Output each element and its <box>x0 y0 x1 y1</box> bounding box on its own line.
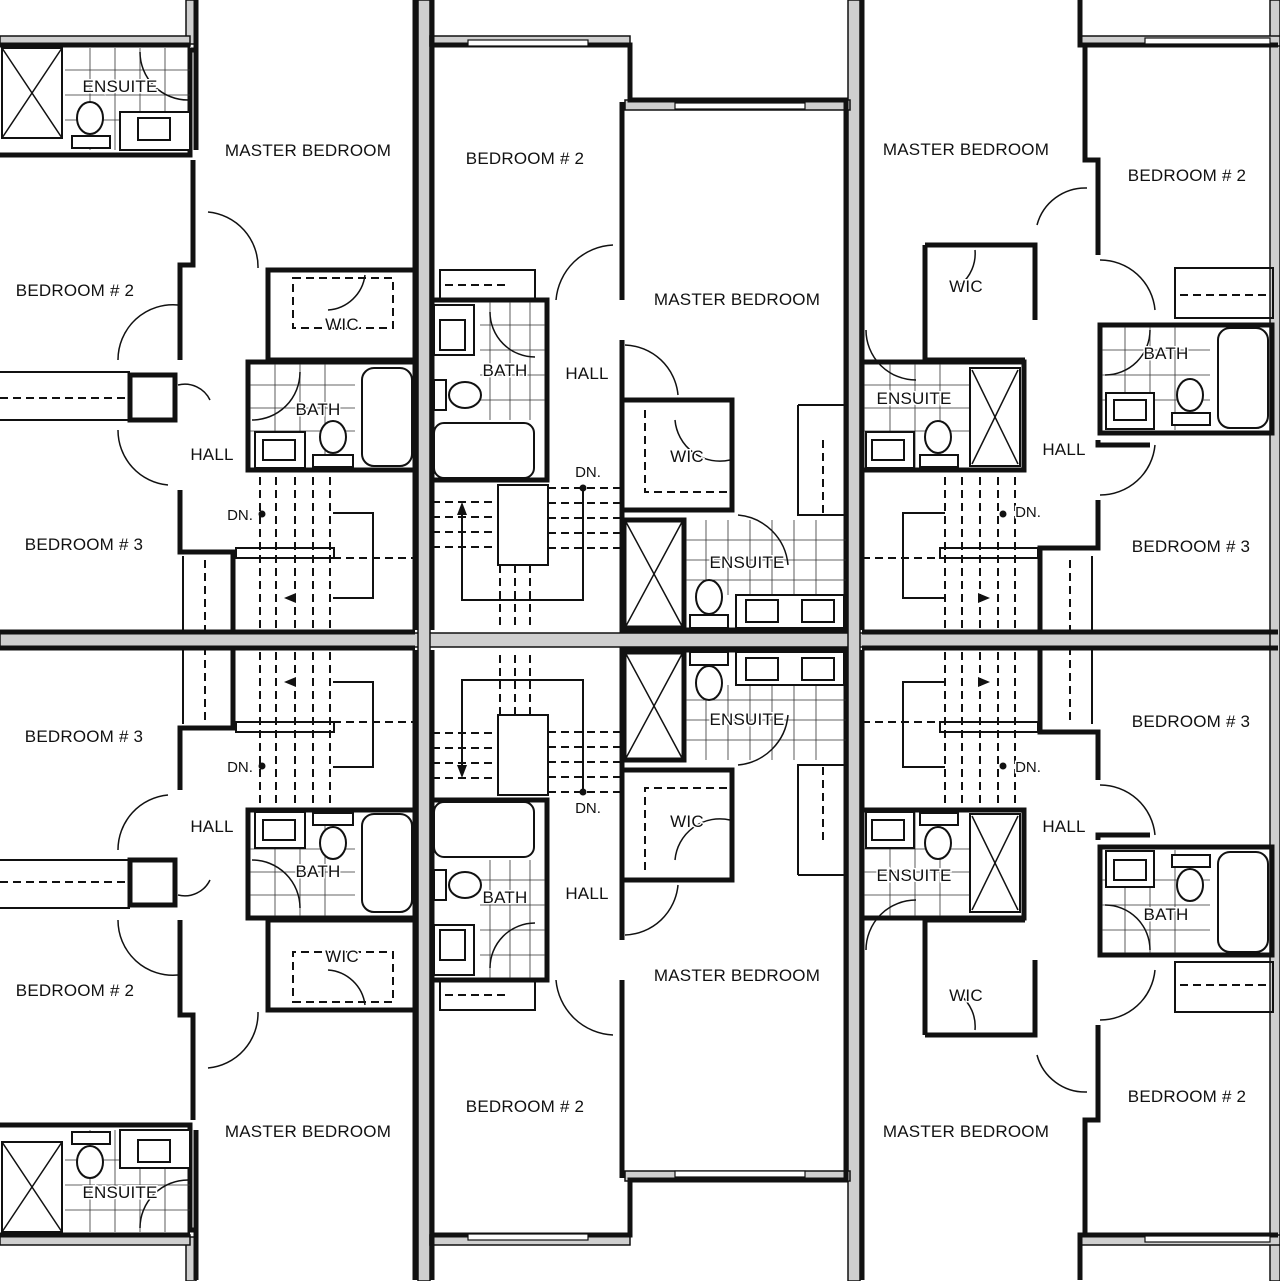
room-label-bath: BATH <box>296 862 341 881</box>
unit-top-center <box>429 0 849 633</box>
room-label-dn: DN. <box>227 759 253 776</box>
room-label-bed3: BEDROOM # 3 <box>25 535 143 554</box>
room-label-dn: DN. <box>575 464 601 481</box>
room-label-bed3: BEDROOM # 3 <box>1132 712 1250 731</box>
room-label-bed3: BEDROOM # 3 <box>1132 537 1250 556</box>
room-label-ensuite: ENSUITE <box>709 710 784 729</box>
room-label-bath: BATH <box>483 361 528 380</box>
unit-bottom-right <box>859 645 1278 1280</box>
room-label-dn: DN. <box>575 800 601 817</box>
room-label-wic: WIC <box>949 986 983 1005</box>
room-label-hall: HALL <box>1042 440 1085 459</box>
room-label-master: MASTER BEDROOM <box>654 966 820 985</box>
room-label-master: MASTER BEDROOM <box>654 290 820 309</box>
room-label-wic: WIC <box>670 812 704 831</box>
room-label-hall: HALL <box>1042 817 1085 836</box>
room-label-bed2: BEDROOM # 2 <box>466 1097 584 1116</box>
room-label-dn: DN. <box>1015 504 1041 521</box>
room-label-ensuite: ENSUITE <box>82 1183 157 1202</box>
room-label-hall: HALL <box>190 817 233 836</box>
unit-top-left <box>0 0 418 635</box>
room-label-bath: BATH <box>483 888 528 907</box>
room-label-master: MASTER BEDROOM <box>883 140 1049 159</box>
room-label-hall: HALL <box>190 445 233 464</box>
room-label-master: MASTER BEDROOM <box>883 1122 1049 1141</box>
room-label-ensuite: ENSUITE <box>876 866 951 885</box>
room-label-bath: BATH <box>1144 905 1189 924</box>
unit-top-left-labels: ENSUITE MASTER BEDROOM BEDROOM # 2 WIC BATH H… <box>14 76 392 556</box>
room-label-bed2: BEDROOM # 2 <box>1128 166 1246 185</box>
unit-bottom-center-labels: ENSUITE DN. WIC HALL BATH MASTER BEDROOM BEDRO… <box>464 709 821 1118</box>
room-label-ensuite: ENSUITE <box>709 553 784 572</box>
room-label-wic: WIC <box>325 315 359 334</box>
unit-top-right <box>859 0 1278 635</box>
room-label-bed3: BEDROOM # 3 <box>25 727 143 746</box>
room-label-master: MASTER BEDROOM <box>225 1122 391 1141</box>
unit-bottom-center <box>429 647 849 1280</box>
unit-bottom-left-labels: BEDROOM # 3 DN. HALL BATH WIC BEDROOM # 2 MAST… <box>14 726 392 1204</box>
unit-bottom-left <box>0 645 418 1280</box>
room-label-wic: WIC <box>949 277 983 296</box>
room-label-dn: DN. <box>1015 759 1041 776</box>
room-label-wic: WIC <box>670 447 704 466</box>
room-label-ensuite: ENSUITE <box>876 389 951 408</box>
room-label-hall: HALL <box>565 884 608 903</box>
room-label-bath: BATH <box>1144 344 1189 363</box>
room-label-bed2: BEDROOM # 2 <box>16 981 134 1000</box>
room-label-bed2: BEDROOM # 2 <box>16 281 134 300</box>
room-label-bed2: BEDROOM # 2 <box>1128 1087 1246 1106</box>
room-label-bed2: BEDROOM # 2 <box>466 149 584 168</box>
room-label-hall: HALL <box>565 364 608 383</box>
bottom-row-units <box>0 645 1278 1280</box>
room-label-ensuite: ENSUITE <box>82 77 157 96</box>
unit-top-right-labels: MASTER BEDROOM BEDROOM # 2 WIC BATH ENSUITE H… <box>875 139 1252 558</box>
room-label-dn: DN. <box>227 507 253 524</box>
room-labels: ENSUITE MASTER BEDROOM BEDROOM # 2 WIC BATH H… <box>14 76 1252 1204</box>
unit-bottom-right-labels: BEDROOM # 3 DN. HALL ENSUITE BATH WIC BEDROOM … <box>875 711 1252 1143</box>
unit-top-center-labels: BEDROOM # 2 MASTER BEDROOM BATH HALL WIC DN. E… <box>464 148 821 574</box>
room-label-master: MASTER BEDROOM <box>225 141 391 160</box>
room-label-wic: WIC <box>325 947 359 966</box>
room-label-bath: BATH <box>296 400 341 419</box>
